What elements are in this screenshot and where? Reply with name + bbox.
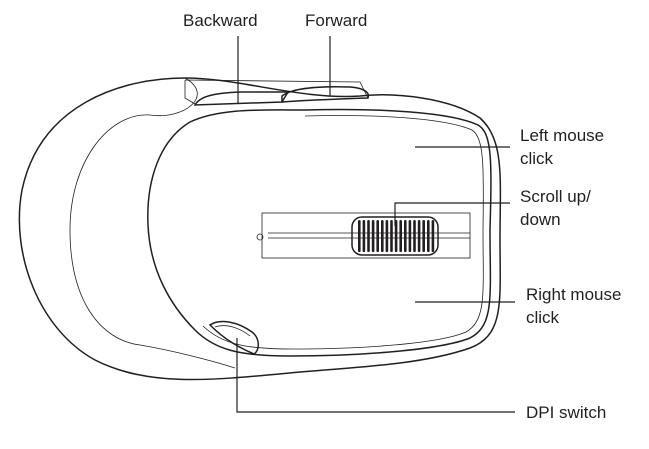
mouse-outer-shell (18, 77, 502, 381)
scroll-slot-dot (256, 233, 264, 241)
scroll-wheel-ridge (399, 220, 402, 252)
scroll-slot (261, 212, 471, 259)
dpi-switch-inner (214, 325, 251, 337)
scroll-wheel-ridge (390, 220, 393, 252)
scroll-wheel-ridge (431, 220, 435, 252)
button-surface-inner (202, 115, 484, 350)
scroll-wheel-ridge (367, 220, 370, 252)
scroll-wheel-ridge (408, 220, 412, 252)
label-right-click-line1: Right mouse (526, 285, 622, 304)
label-dpi: DPI switch (526, 403, 607, 422)
label-right-click-line2: click (526, 308, 560, 327)
label-scroll-line2: down (520, 210, 561, 229)
mouse-side-contour (69, 77, 236, 369)
scroll-wheel-ridges (358, 220, 435, 252)
label-left-click-line2: click (520, 149, 554, 168)
scroll-wheel-ridge (417, 220, 421, 252)
side-button-panel (184, 79, 369, 105)
leader-dpi (236, 338, 515, 413)
dpi-switch (208, 320, 259, 355)
scroll-wheel-ridge (422, 220, 425, 252)
forward-button (281, 86, 370, 103)
scroll-wheel-ridge (371, 220, 375, 252)
label-scroll-line1: Scroll up/ (520, 187, 591, 206)
scroll-wheel-ridge (413, 220, 416, 252)
scroll-wheel-ridge (376, 220, 379, 252)
label-left-click-line1: Left mouse (520, 126, 605, 145)
leader-scroll (394, 202, 510, 226)
backward-button (193, 91, 290, 106)
scroll-wheel-ridge (381, 220, 384, 252)
scroll-wheel-ridge (404, 220, 407, 252)
scroll-wheel-ridge (427, 220, 430, 252)
scroll-wheel-ridge (394, 220, 398, 252)
scroll-wheel-ridge (362, 220, 366, 252)
button-surface (147, 108, 492, 357)
scroll-wheel-ridge (385, 220, 389, 252)
scroll-wheel-ridge (358, 220, 361, 252)
label-backward: Backward (183, 11, 258, 30)
label-forward: Forward (305, 11, 368, 30)
